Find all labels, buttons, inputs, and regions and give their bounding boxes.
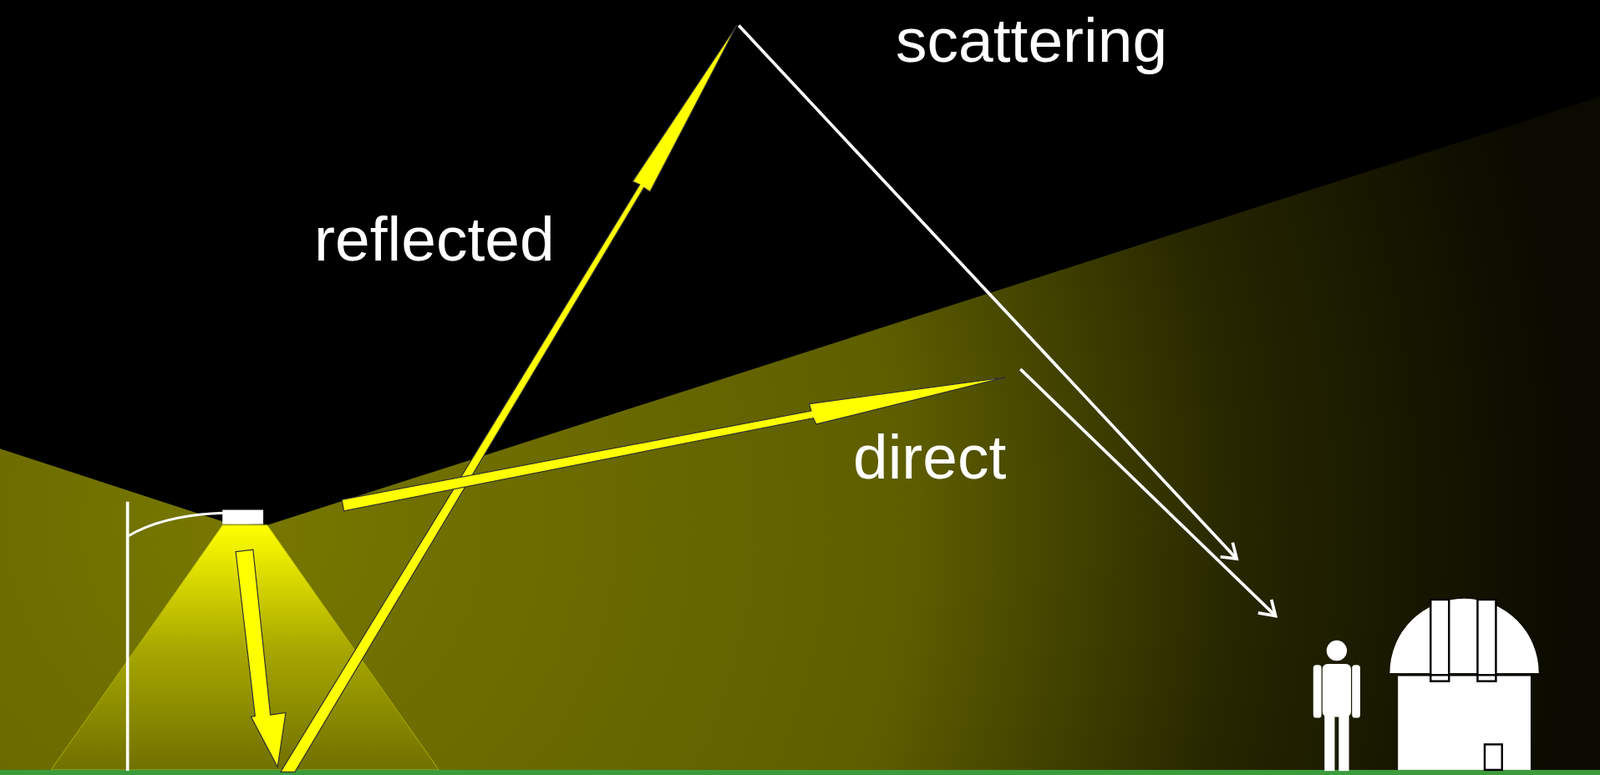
arrow-label: direct bbox=[853, 426, 1006, 489]
lamp-head bbox=[222, 510, 264, 525]
arrow-label: scattering bbox=[895, 9, 1168, 72]
arrow-label: reflected bbox=[314, 208, 555, 271]
scattered-ray-head bbox=[1220, 543, 1238, 560]
light-cone bbox=[50, 525, 439, 771]
downward-arrow bbox=[235, 549, 286, 767]
light-glow bbox=[0, 96, 1600, 775]
ground bbox=[0, 770, 1600, 775]
direct-ray-head bbox=[1258, 599, 1276, 617]
direct-ray bbox=[1020, 369, 1275, 616]
lamp-arm bbox=[127, 513, 225, 537]
scattered-ray bbox=[738, 25, 1237, 560]
person-figure bbox=[1313, 640, 1361, 772]
observatory-figure bbox=[1389, 599, 1539, 771]
lamp-pole bbox=[126, 502, 130, 772]
reflected-arrow bbox=[280, 25, 737, 773]
